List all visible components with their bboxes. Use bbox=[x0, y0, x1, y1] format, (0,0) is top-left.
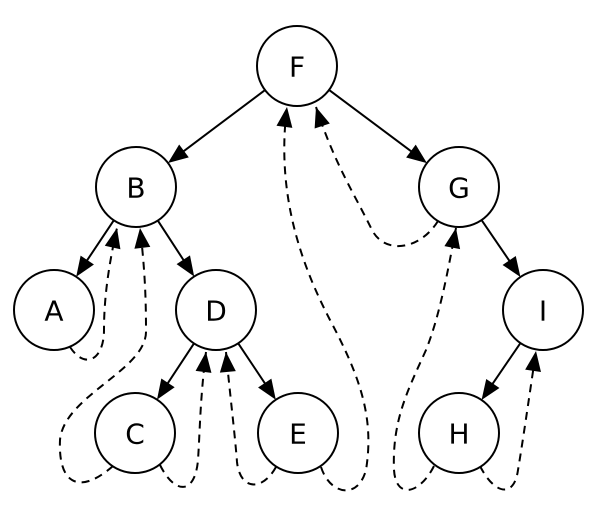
edge-path bbox=[315, 106, 439, 247]
return-edge-G-F bbox=[314, 106, 439, 247]
node-B: B bbox=[95, 146, 177, 228]
edge-line bbox=[156, 219, 186, 262]
arrowhead bbox=[525, 351, 541, 372]
node-label: H bbox=[448, 418, 469, 451]
node-circle bbox=[13, 269, 95, 351]
tree-edge-B-D bbox=[156, 219, 195, 277]
tree-edge-F-G bbox=[328, 89, 427, 164]
edge-line bbox=[237, 342, 267, 386]
return-edge-H-I bbox=[479, 350, 541, 491]
node-D: D bbox=[175, 269, 257, 351]
node-circle bbox=[257, 392, 339, 474]
node-I: I bbox=[502, 269, 584, 351]
tree-edge-D-C bbox=[156, 342, 195, 400]
node-label: G bbox=[448, 172, 470, 205]
arrowhead bbox=[219, 352, 236, 373]
node-F: F bbox=[256, 25, 338, 107]
edge-line bbox=[490, 342, 522, 386]
arrowhead bbox=[276, 107, 293, 128]
edge-path bbox=[479, 350, 537, 491]
node-circle bbox=[418, 392, 500, 474]
node-circle bbox=[94, 392, 176, 474]
return-edge-H-G bbox=[392, 227, 461, 491]
arrowhead bbox=[167, 144, 189, 163]
tree-edge-G-I bbox=[480, 219, 521, 277]
node-circle bbox=[95, 146, 177, 228]
edge-line bbox=[480, 219, 512, 263]
edge-line bbox=[328, 89, 414, 154]
arrowhead bbox=[314, 107, 330, 129]
node-label: A bbox=[44, 295, 63, 328]
return-edge-E-D bbox=[219, 351, 277, 486]
edge-path bbox=[392, 227, 457, 491]
return-edge-A-B bbox=[69, 227, 121, 361]
return-edge-E-F bbox=[276, 106, 370, 492]
edge-path bbox=[58, 227, 148, 484]
edge-path bbox=[69, 227, 118, 361]
tree-edge-D-E bbox=[237, 342, 276, 400]
edge-line bbox=[181, 89, 266, 153]
arrowhead bbox=[258, 378, 276, 400]
edges-layer bbox=[58, 89, 541, 492]
node-circle bbox=[175, 269, 257, 351]
node-A: A bbox=[13, 269, 95, 351]
node-label: B bbox=[126, 172, 145, 205]
arrowhead bbox=[134, 228, 151, 249]
node-H: H bbox=[418, 392, 500, 474]
arrowhead bbox=[481, 378, 500, 400]
node-label: C bbox=[125, 418, 145, 451]
arrowhead bbox=[176, 255, 195, 277]
node-label: F bbox=[289, 51, 305, 84]
arrowhead bbox=[444, 228, 461, 250]
node-C: C bbox=[94, 392, 176, 474]
edge-path bbox=[283, 106, 370, 492]
arrowhead bbox=[104, 228, 121, 250]
arrowhead bbox=[406, 144, 427, 164]
edge-path bbox=[225, 351, 277, 486]
return-edge-C-B bbox=[58, 227, 151, 484]
node-label: I bbox=[539, 295, 547, 328]
arrowhead bbox=[195, 352, 212, 373]
edge-line bbox=[166, 342, 195, 386]
edge-line bbox=[85, 219, 115, 263]
node-G: G bbox=[418, 146, 500, 228]
arrowhead bbox=[502, 255, 521, 277]
node-label: E bbox=[289, 418, 307, 451]
node-E: E bbox=[257, 392, 339, 474]
tree-edge-I-H bbox=[481, 342, 522, 400]
tree-edge-B-A bbox=[76, 219, 115, 277]
node-circle bbox=[502, 269, 584, 351]
node-label: D bbox=[205, 295, 227, 328]
return-edge-C-D bbox=[159, 351, 212, 488]
node-circle bbox=[256, 25, 338, 107]
arrowhead bbox=[76, 255, 94, 277]
tree-edge-F-B bbox=[167, 89, 266, 163]
nodes-layer: F B G A D I C E H bbox=[13, 25, 584, 474]
node-circle bbox=[418, 146, 500, 228]
arrowhead bbox=[156, 378, 175, 400]
